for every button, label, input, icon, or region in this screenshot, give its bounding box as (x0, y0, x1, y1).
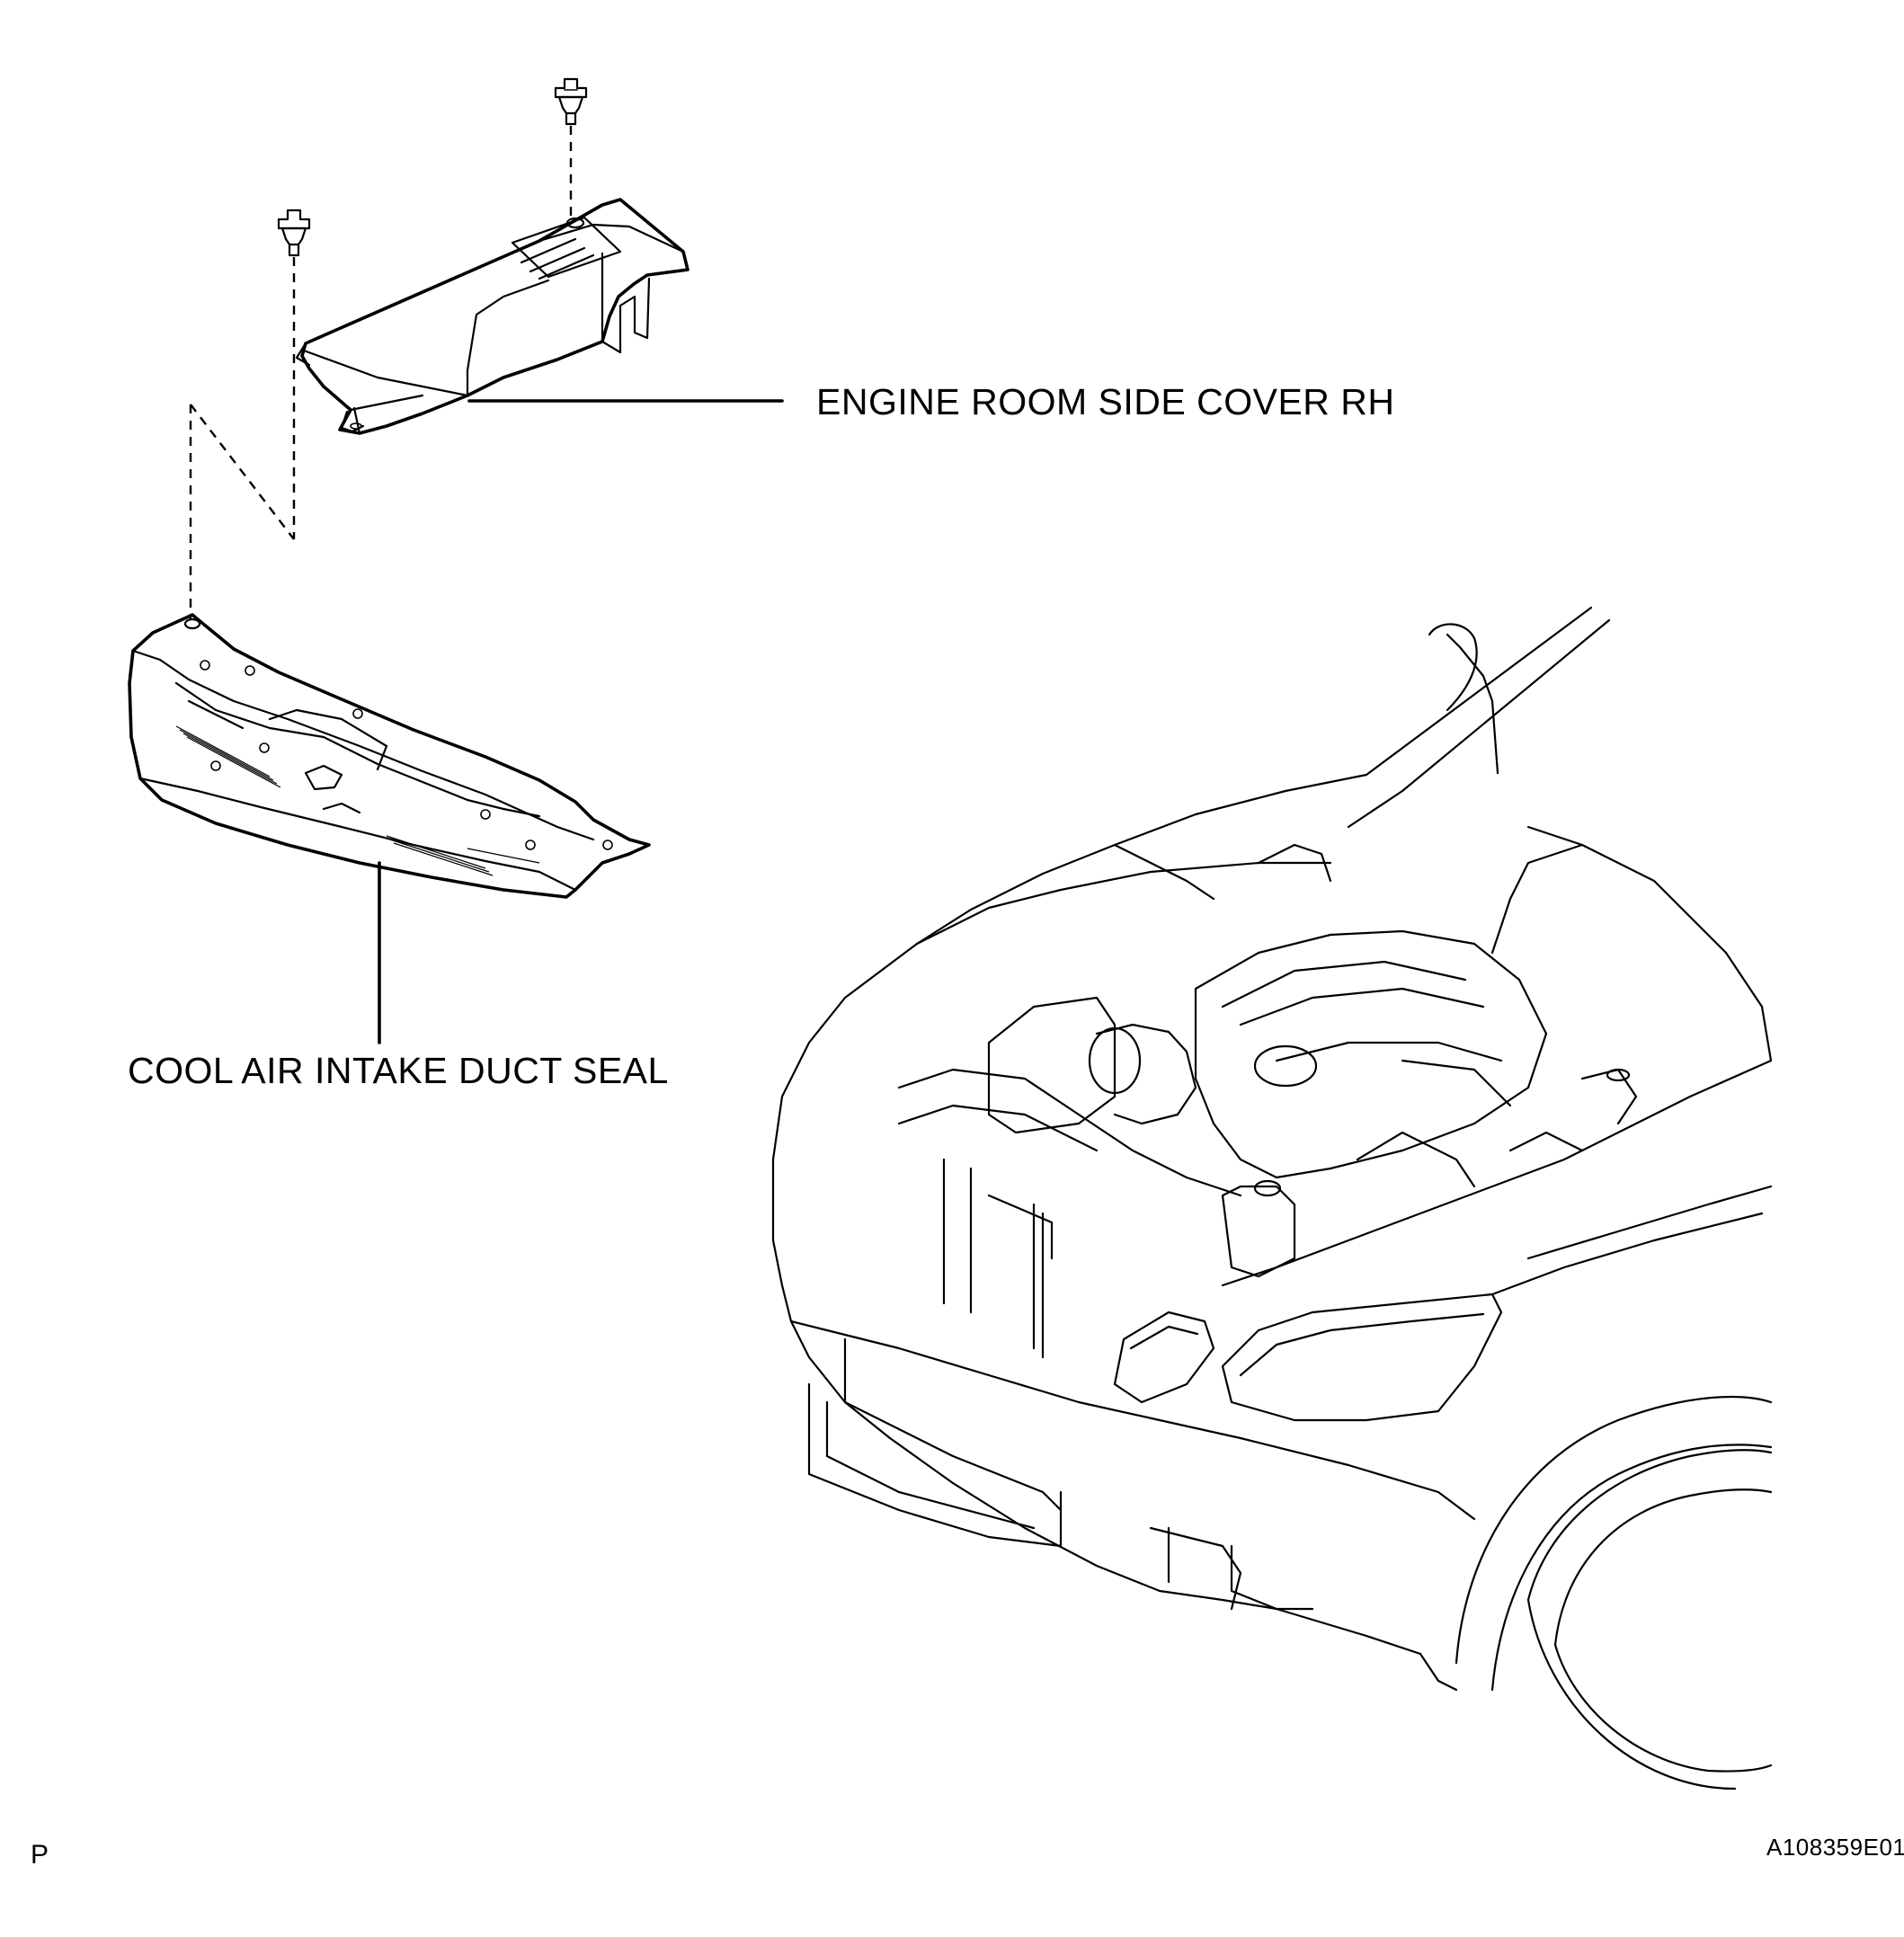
label-cool-air-intake-duct-seal: COOL AIR INTAKE DUCT SEAL (128, 1050, 669, 1091)
corner-mark: P (31, 1840, 49, 1870)
label-engine-room-side-cover-rh: ENGINE ROOM SIDE COVER RH (816, 381, 1395, 422)
clip-left (277, 209, 311, 257)
clip-upper (554, 77, 588, 126)
engine-room-side-cover-rh (295, 198, 690, 435)
alignment-dash-diagonal (190, 404, 295, 540)
figure-id: A108359E01 (1766, 1834, 1904, 1861)
cool-air-intake-duct-seal (128, 613, 651, 899)
vehicle-front (771, 606, 1773, 1790)
